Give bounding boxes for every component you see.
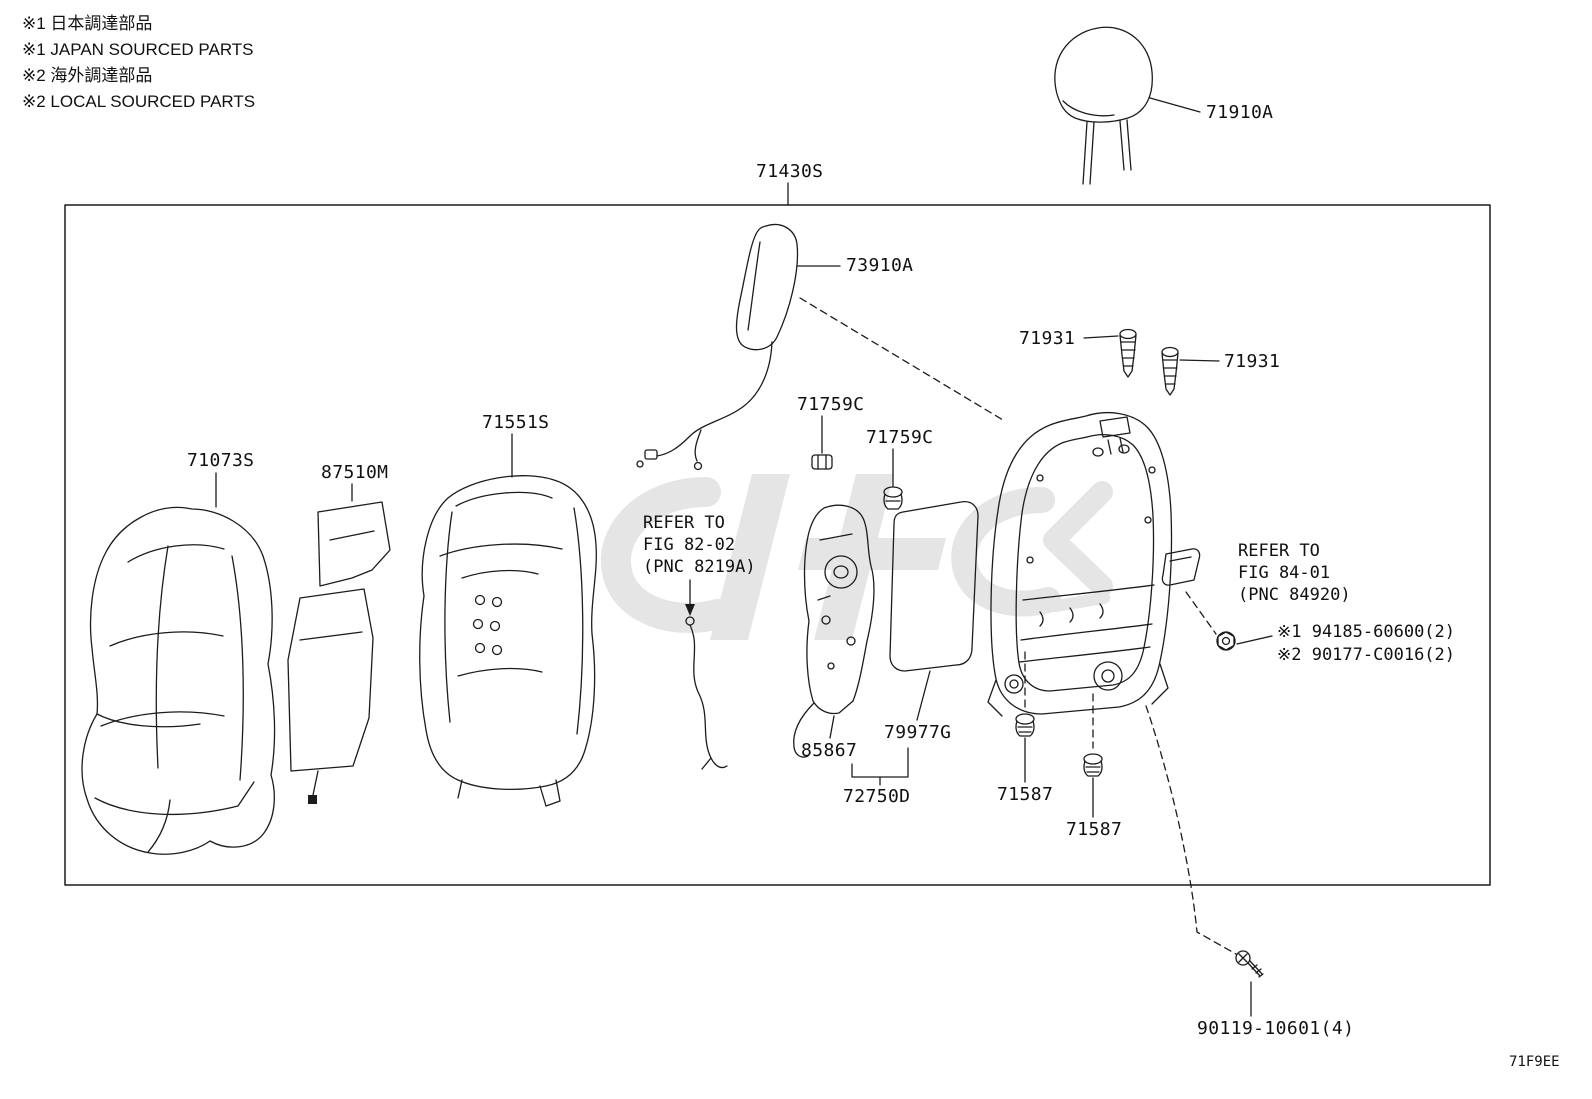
part-label-seat-back-assy: 71430S (756, 161, 824, 182)
nut-note-1: ※1 94185-60600(2) (1277, 622, 1456, 642)
seat-pad-drawing (419, 475, 597, 807)
pad-sheet-drawing (889, 500, 979, 672)
leader-lines (215, 97, 1273, 1017)
note-japan-sourced-en: ※1 JAPAN SOURCED PARTS (22, 40, 254, 59)
refer-fig-82-line3: (PNC 8219A) (643, 557, 756, 577)
part-label-cover: 71073S (187, 450, 255, 471)
screw-90119-icon (1235, 950, 1264, 978)
seat-cover-drawing (81, 506, 276, 855)
refer-fig-82-line1: REFER TO (643, 513, 725, 533)
grommet-71587-left-icon (1015, 713, 1035, 737)
part-label-bolt-left: 71931 (1019, 328, 1076, 349)
fig84-bracket-icon (1161, 548, 1201, 586)
fasteners-drawing (811, 328, 1264, 978)
nut-71759c-icon (883, 486, 903, 510)
refer-fig-84-line2: FIG 84-01 (1238, 563, 1331, 583)
wire-harness-drawing (636, 341, 815, 770)
part-label-clip-upper: 71759C (797, 394, 865, 415)
bracket-drawing (803, 504, 875, 715)
headrest-drawing (1054, 26, 1153, 185)
note-japan-sourced-jp: ※1 日本調達部品 (22, 14, 153, 33)
refer-fig-84-line1: REFER TO (1238, 541, 1320, 561)
part-label-pad: 71551S (482, 412, 550, 433)
diagram-code: 71F9EE (1509, 1054, 1560, 1070)
nut-note-2: ※2 90177-C0016(2) (1277, 645, 1456, 665)
refer-fig-82-line2: FIG 82-02 (643, 535, 736, 555)
dashed-reference-lines (799, 297, 1237, 955)
clip-71759c-icon (811, 454, 833, 470)
heater-pad-drawing (287, 501, 391, 804)
part-label-grommet-left: 71587 (997, 784, 1054, 805)
part-label-grommet-right: 71587 (1066, 819, 1123, 840)
note-local-sourced-en: ※2 LOCAL SOURCED PARTS (22, 92, 256, 111)
part-label-subassembly: 72750D (843, 786, 911, 807)
part-label-heater-pad: 87510M (321, 462, 389, 483)
refer-fig-84-block: REFER TO FIG 84-01 (PNC 84920) (1238, 540, 1351, 606)
refer-fig-84-line3: (PNC 84920) (1238, 585, 1351, 605)
watermark-logo (601, 474, 1113, 640)
nut-94185-icon (1216, 631, 1236, 651)
shield-drawing (735, 223, 799, 351)
seat-frame-drawing (987, 411, 1173, 717)
part-label-headrest: 71910A (1206, 102, 1274, 123)
bolt-71931-right-icon (1161, 346, 1179, 396)
part-label-shield: 73910A (846, 255, 914, 276)
note-local-sourced-jp: ※2 海外調達部品 (22, 66, 153, 85)
refer-fig-82-block: REFER TO FIG 82-02 (PNC 8219A) (643, 512, 756, 578)
assembly-boundary-box (64, 204, 1491, 886)
part-label-clip-lower: 71759C (866, 427, 934, 448)
part-label-bracket: 85867 (801, 740, 858, 761)
grommet-71587-right-icon (1083, 753, 1103, 777)
bolt-71931-left-icon (1119, 328, 1137, 378)
part-label-sheet: 79977G (884, 722, 952, 743)
part-label-bolt-right: 71931 (1224, 351, 1281, 372)
part-label-screw: 90119-10601(4) (1197, 1018, 1355, 1039)
